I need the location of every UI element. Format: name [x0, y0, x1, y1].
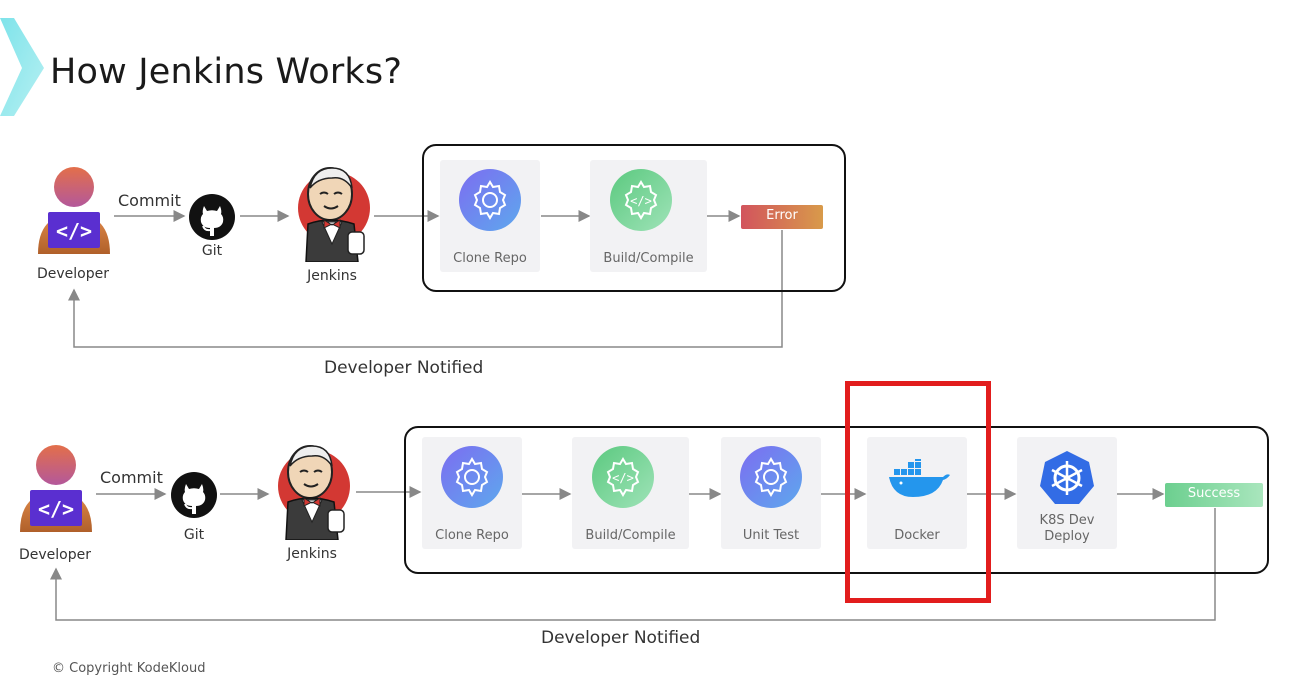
- pipeline-box-2: [404, 426, 1269, 574]
- stage-build-compile-2: </> Build/Compile: [572, 437, 689, 549]
- stage-label: Clone Repo: [435, 528, 509, 543]
- docker-highlight-box: [845, 381, 991, 603]
- gear-icon: [459, 169, 521, 231]
- page-title: How Jenkins Works?: [50, 52, 403, 92]
- developer-label: Developer: [36, 266, 109, 282]
- developer-icon: </>: [20, 445, 92, 532]
- github-icon: [171, 472, 217, 518]
- docker-whale-icon: [889, 459, 950, 497]
- gear-icon: [740, 446, 802, 508]
- jenkins-label: Jenkins: [307, 268, 357, 284]
- svg-text:</>: </>: [630, 194, 652, 208]
- stage-label: Build/Compile: [603, 251, 694, 266]
- stage-docker-2: Docker: [867, 437, 967, 549]
- chevron-logo-icon: [0, 18, 44, 116]
- stage-label: Unit Test: [742, 528, 800, 543]
- github-icon: [189, 194, 235, 240]
- developer-icon: </>: [38, 167, 110, 254]
- svg-text:</>: </>: [56, 219, 92, 243]
- stage-build-compile-1: </> Build/Compile: [590, 160, 707, 272]
- stage-label: K8S Dev Deploy: [1039, 513, 1095, 544]
- jenkins-label: Jenkins: [287, 546, 337, 562]
- jenkins-icon: [298, 167, 370, 262]
- stage-unit-test-2: Unit Test: [721, 437, 821, 549]
- stage-clone-repo-1: Clone Repo: [440, 160, 540, 272]
- pipeline-box-1: [422, 144, 846, 292]
- error-badge: Error: [741, 205, 823, 229]
- feedback-line-2: [50, 508, 1216, 621]
- developer-notified-label: Developer Notified: [324, 358, 484, 378]
- success-badge: Success: [1165, 483, 1263, 507]
- git-label: Git: [183, 527, 205, 543]
- copyright-text: © Copyright KodeKloud: [52, 661, 206, 676]
- feedback-line-1: [68, 230, 783, 348]
- developer-notified-label: Developer Notified: [541, 628, 701, 648]
- stage-k8s-deploy-2: K8S Dev Deploy: [1017, 437, 1117, 549]
- commit-label: Commit: [118, 191, 181, 210]
- kubernetes-icon: [1040, 451, 1094, 504]
- code-gear-icon: </>: [610, 169, 672, 231]
- svg-text:</>: </>: [38, 497, 74, 521]
- developer-label: Developer: [18, 547, 91, 563]
- jenkins-icon: [278, 445, 350, 540]
- svg-text:</>: </>: [612, 471, 634, 485]
- code-gear-icon: </>: [592, 446, 654, 508]
- stage-label: Clone Repo: [453, 251, 527, 266]
- stage-label: Docker: [894, 528, 940, 543]
- stage-clone-repo-2: Clone Repo: [422, 437, 522, 549]
- git-label: Git: [201, 243, 223, 259]
- commit-label: Commit: [100, 468, 163, 487]
- gear-icon: [441, 446, 503, 508]
- stage-label: Build/Compile: [585, 528, 676, 543]
